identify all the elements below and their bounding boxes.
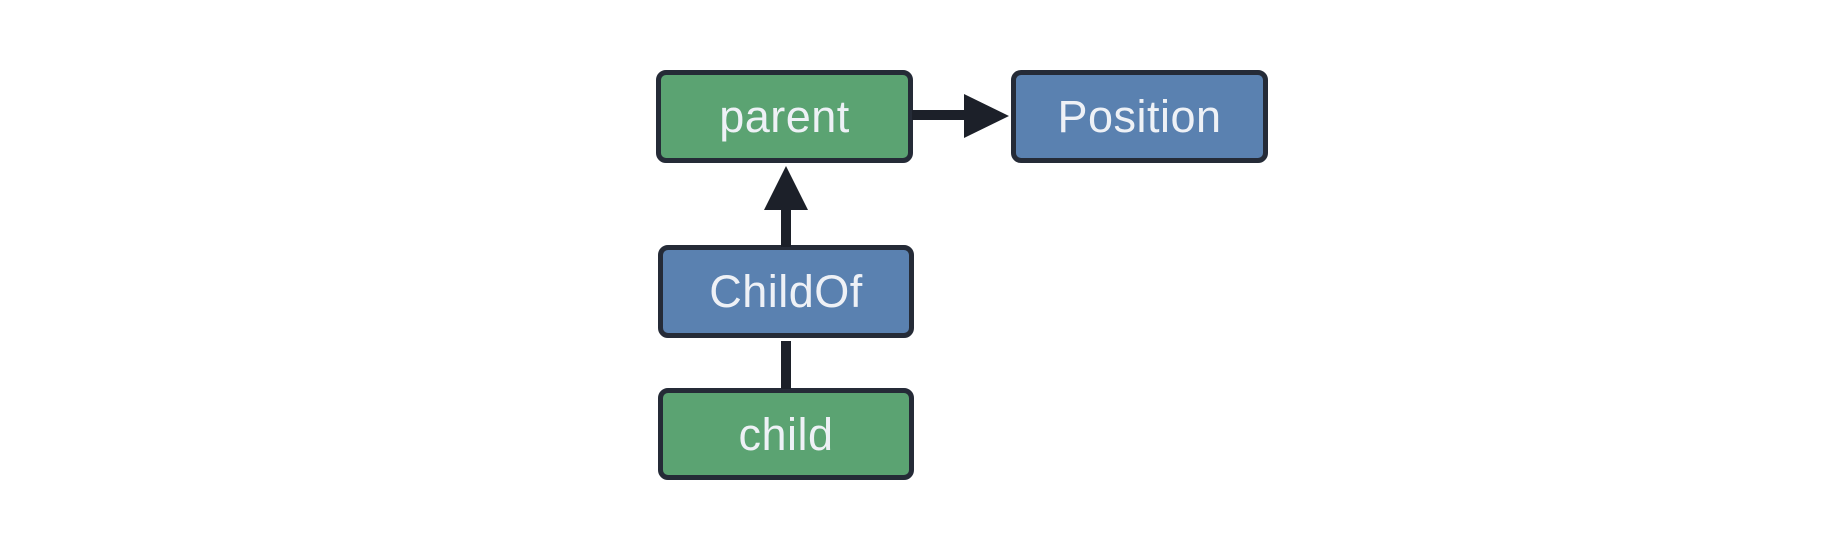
- node-childof: ChildOf: [658, 245, 914, 338]
- edge-parent-to-position: [912, 110, 970, 120]
- arrowhead-up-icon: [764, 166, 808, 210]
- arrowhead-right-icon: [964, 94, 1009, 138]
- node-childof-label: ChildOf: [709, 266, 863, 317]
- node-parent-label: parent: [719, 91, 850, 142]
- node-position-label: Position: [1057, 91, 1222, 142]
- node-child: child: [658, 388, 914, 480]
- edge-childof-to-parent: [781, 206, 791, 247]
- edge-child-to-childof: [781, 341, 791, 389]
- node-parent: parent: [656, 70, 913, 163]
- node-position: Position: [1011, 70, 1268, 163]
- node-child-label: child: [738, 408, 834, 460]
